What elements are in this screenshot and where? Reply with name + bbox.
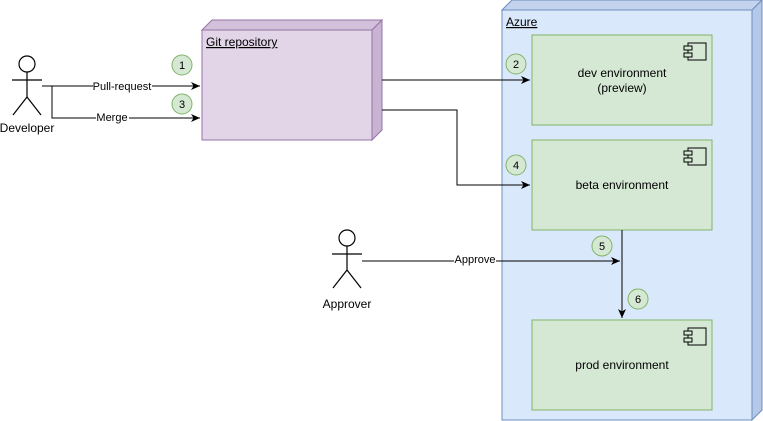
step-badge-1: 1	[171, 54, 193, 76]
merge-label: Merge	[96, 112, 127, 124]
beta-environment-label: beta environment	[576, 178, 669, 192]
azure-label: Azure	[506, 15, 538, 29]
beta-environment-component: beta environment	[531, 139, 713, 231]
svg-text:6: 6	[635, 294, 641, 306]
edge-repo-to-beta	[382, 109, 530, 189]
git-repository-node: Git repository	[200, 18, 384, 142]
pull-request-label: Pull-request	[93, 81, 152, 93]
step-badge-4: 4	[505, 154, 527, 176]
dev-environment-label: dev environment	[578, 66, 667, 80]
developer-label: Developer	[0, 121, 54, 135]
dev-environment-sublabel: (preview)	[597, 81, 646, 95]
approver-label: Approver	[323, 297, 372, 311]
svg-text:4: 4	[513, 160, 519, 172]
approver-actor	[332, 229, 362, 289]
component-icon	[683, 147, 707, 166]
svg-text:1: 1	[179, 60, 185, 72]
step-badge-5: 5	[591, 235, 613, 257]
svg-text:5: 5	[599, 241, 605, 253]
component-icon	[683, 42, 707, 61]
step-badge-3: 3	[171, 93, 193, 115]
step-badge-6: 6	[627, 288, 649, 310]
component-icon	[683, 327, 707, 346]
svg-text:3: 3	[179, 99, 185, 111]
approve-label: Approve	[455, 254, 496, 266]
prod-environment-component: prod environment	[531, 319, 713, 411]
svg-text:2: 2	[513, 59, 519, 71]
git-repository-label: Git repository	[206, 35, 277, 49]
prod-environment-label: prod environment	[575, 358, 669, 372]
developer-actor	[12, 55, 42, 116]
step-badge-2: 2	[505, 53, 527, 75]
edge-merge	[51, 86, 200, 122]
edges	[42, 76, 626, 318]
dev-environment-component: dev environment (preview)	[531, 34, 713, 126]
